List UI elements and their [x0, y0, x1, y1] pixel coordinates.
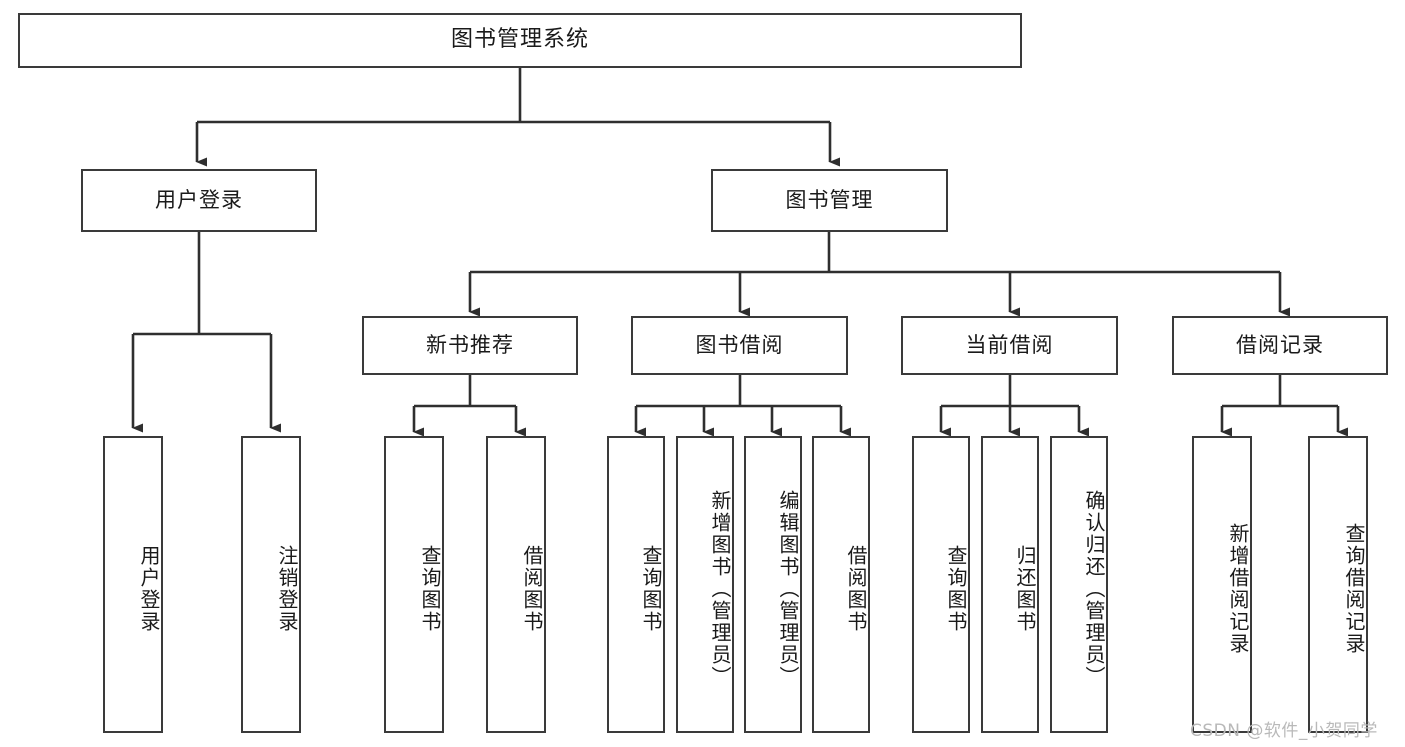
- node-root-book-management-system[interactable]: 图书管理系统: [18, 13, 1022, 68]
- node-leaf-borrow-book-recommend[interactable]: 借阅图书: [486, 436, 546, 733]
- node-user-login[interactable]: 用户登录: [81, 169, 317, 232]
- node-borrow-record[interactable]: 借阅记录: [1172, 316, 1388, 375]
- node-book-borrow[interactable]: 图书借阅: [631, 316, 848, 375]
- node-leaf-add-borrow-record[interactable]: 新增借阅记录: [1192, 436, 1252, 733]
- node-leaf-query-borrow-record[interactable]: 查询借阅记录: [1308, 436, 1368, 733]
- node-leaf-add-book-admin[interactable]: 新增图书（管理员）: [676, 436, 734, 733]
- node-leaf-query-book-current[interactable]: 查询图书: [912, 436, 970, 733]
- node-leaf-query-book-borrow[interactable]: 查询图书: [607, 436, 665, 733]
- node-book-management[interactable]: 图书管理: [711, 169, 948, 232]
- node-leaf-logout-login[interactable]: 注销登录: [241, 436, 301, 733]
- csdn-watermark: CSDN @软件_小贺同学: [1190, 721, 1378, 741]
- node-new-book-recommend[interactable]: 新书推荐: [362, 316, 578, 375]
- node-leaf-borrow-book[interactable]: 借阅图书: [812, 436, 870, 733]
- node-leaf-edit-book-admin[interactable]: 编辑图书（管理员）: [744, 436, 802, 733]
- node-leaf-query-book-recommend[interactable]: 查询图书: [384, 436, 444, 733]
- node-leaf-return-book[interactable]: 归还图书: [981, 436, 1039, 733]
- node-current-borrow[interactable]: 当前借阅: [901, 316, 1118, 375]
- node-leaf-confirm-return-admin[interactable]: 确认归还（管理员）: [1050, 436, 1108, 733]
- node-leaf-user-login[interactable]: 用户登录: [103, 436, 163, 733]
